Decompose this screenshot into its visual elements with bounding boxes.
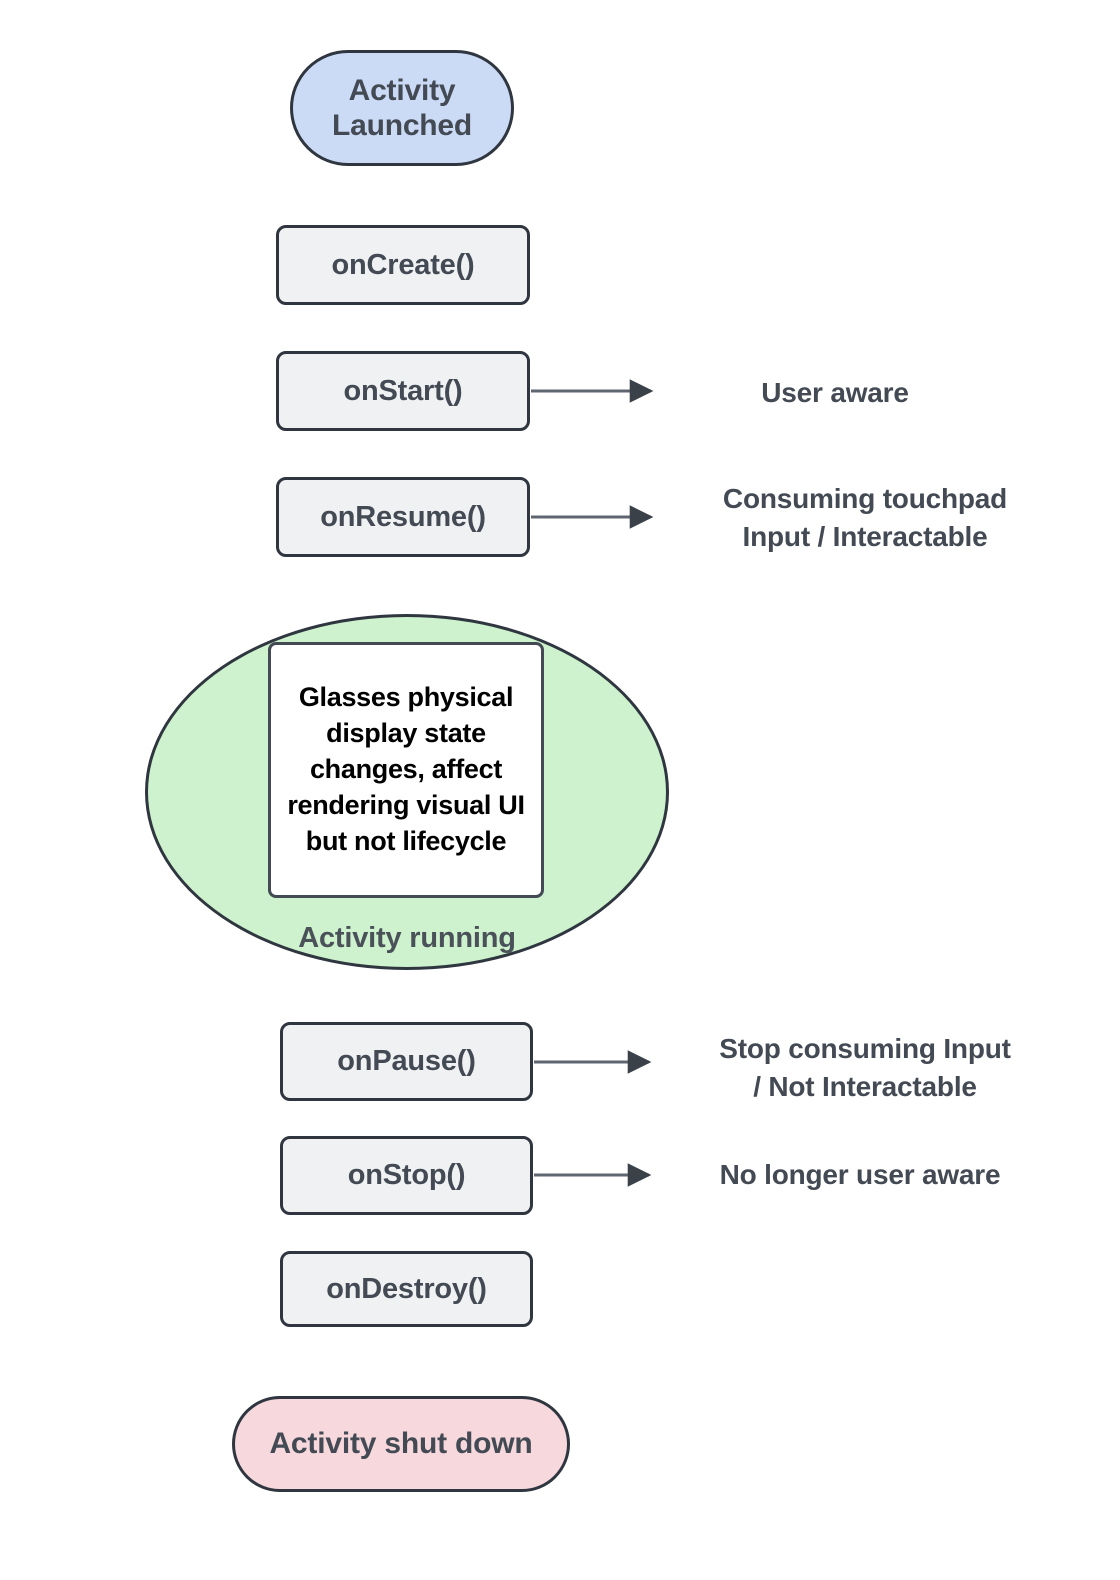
node-activity-shut-down-label: Activity shut down xyxy=(269,1427,533,1461)
node-ondestroy-label: onDestroy() xyxy=(326,1272,487,1305)
node-activity-shut-down[interactable]: Activity shut down xyxy=(232,1396,570,1492)
node-onstart-label: onStart() xyxy=(343,374,463,407)
annotation-user-aware: User aware xyxy=(761,377,909,408)
annotation-no-longer-user-aware: No longer user aware xyxy=(719,1159,1001,1190)
node-oncreate[interactable]: onCreate() xyxy=(276,225,530,305)
annotation-consuming-touchpad: Consuming touchpad Input / Interactable xyxy=(722,483,1008,552)
node-oncreate-label: onCreate() xyxy=(331,248,475,281)
node-onpause[interactable]: onPause() xyxy=(280,1022,533,1101)
node-onresume[interactable]: onResume() xyxy=(276,477,530,557)
node-activity-launched-label: Activity Launched xyxy=(331,73,473,142)
node-onpause-label: onPause() xyxy=(337,1045,476,1078)
node-ondestroy[interactable]: onDestroy() xyxy=(280,1251,533,1327)
node-onstop-label: onStop() xyxy=(347,1159,466,1192)
note-glasses-display-state-text: Glasses physical display state changes, … xyxy=(287,682,525,856)
note-glasses-display-state[interactable]: Glasses physical display state changes, … xyxy=(268,642,544,898)
node-onstart[interactable]: onStart() xyxy=(276,351,530,431)
node-onresume-label: onResume() xyxy=(320,500,486,533)
node-onstop[interactable]: onStop() xyxy=(280,1136,533,1215)
node-activity-launched[interactable]: Activity Launched xyxy=(290,50,514,166)
node-activity-running-label: Activity running xyxy=(298,922,516,954)
annotation-stop-consuming-input: Stop consuming Input / Not Interactable xyxy=(719,1033,1011,1102)
